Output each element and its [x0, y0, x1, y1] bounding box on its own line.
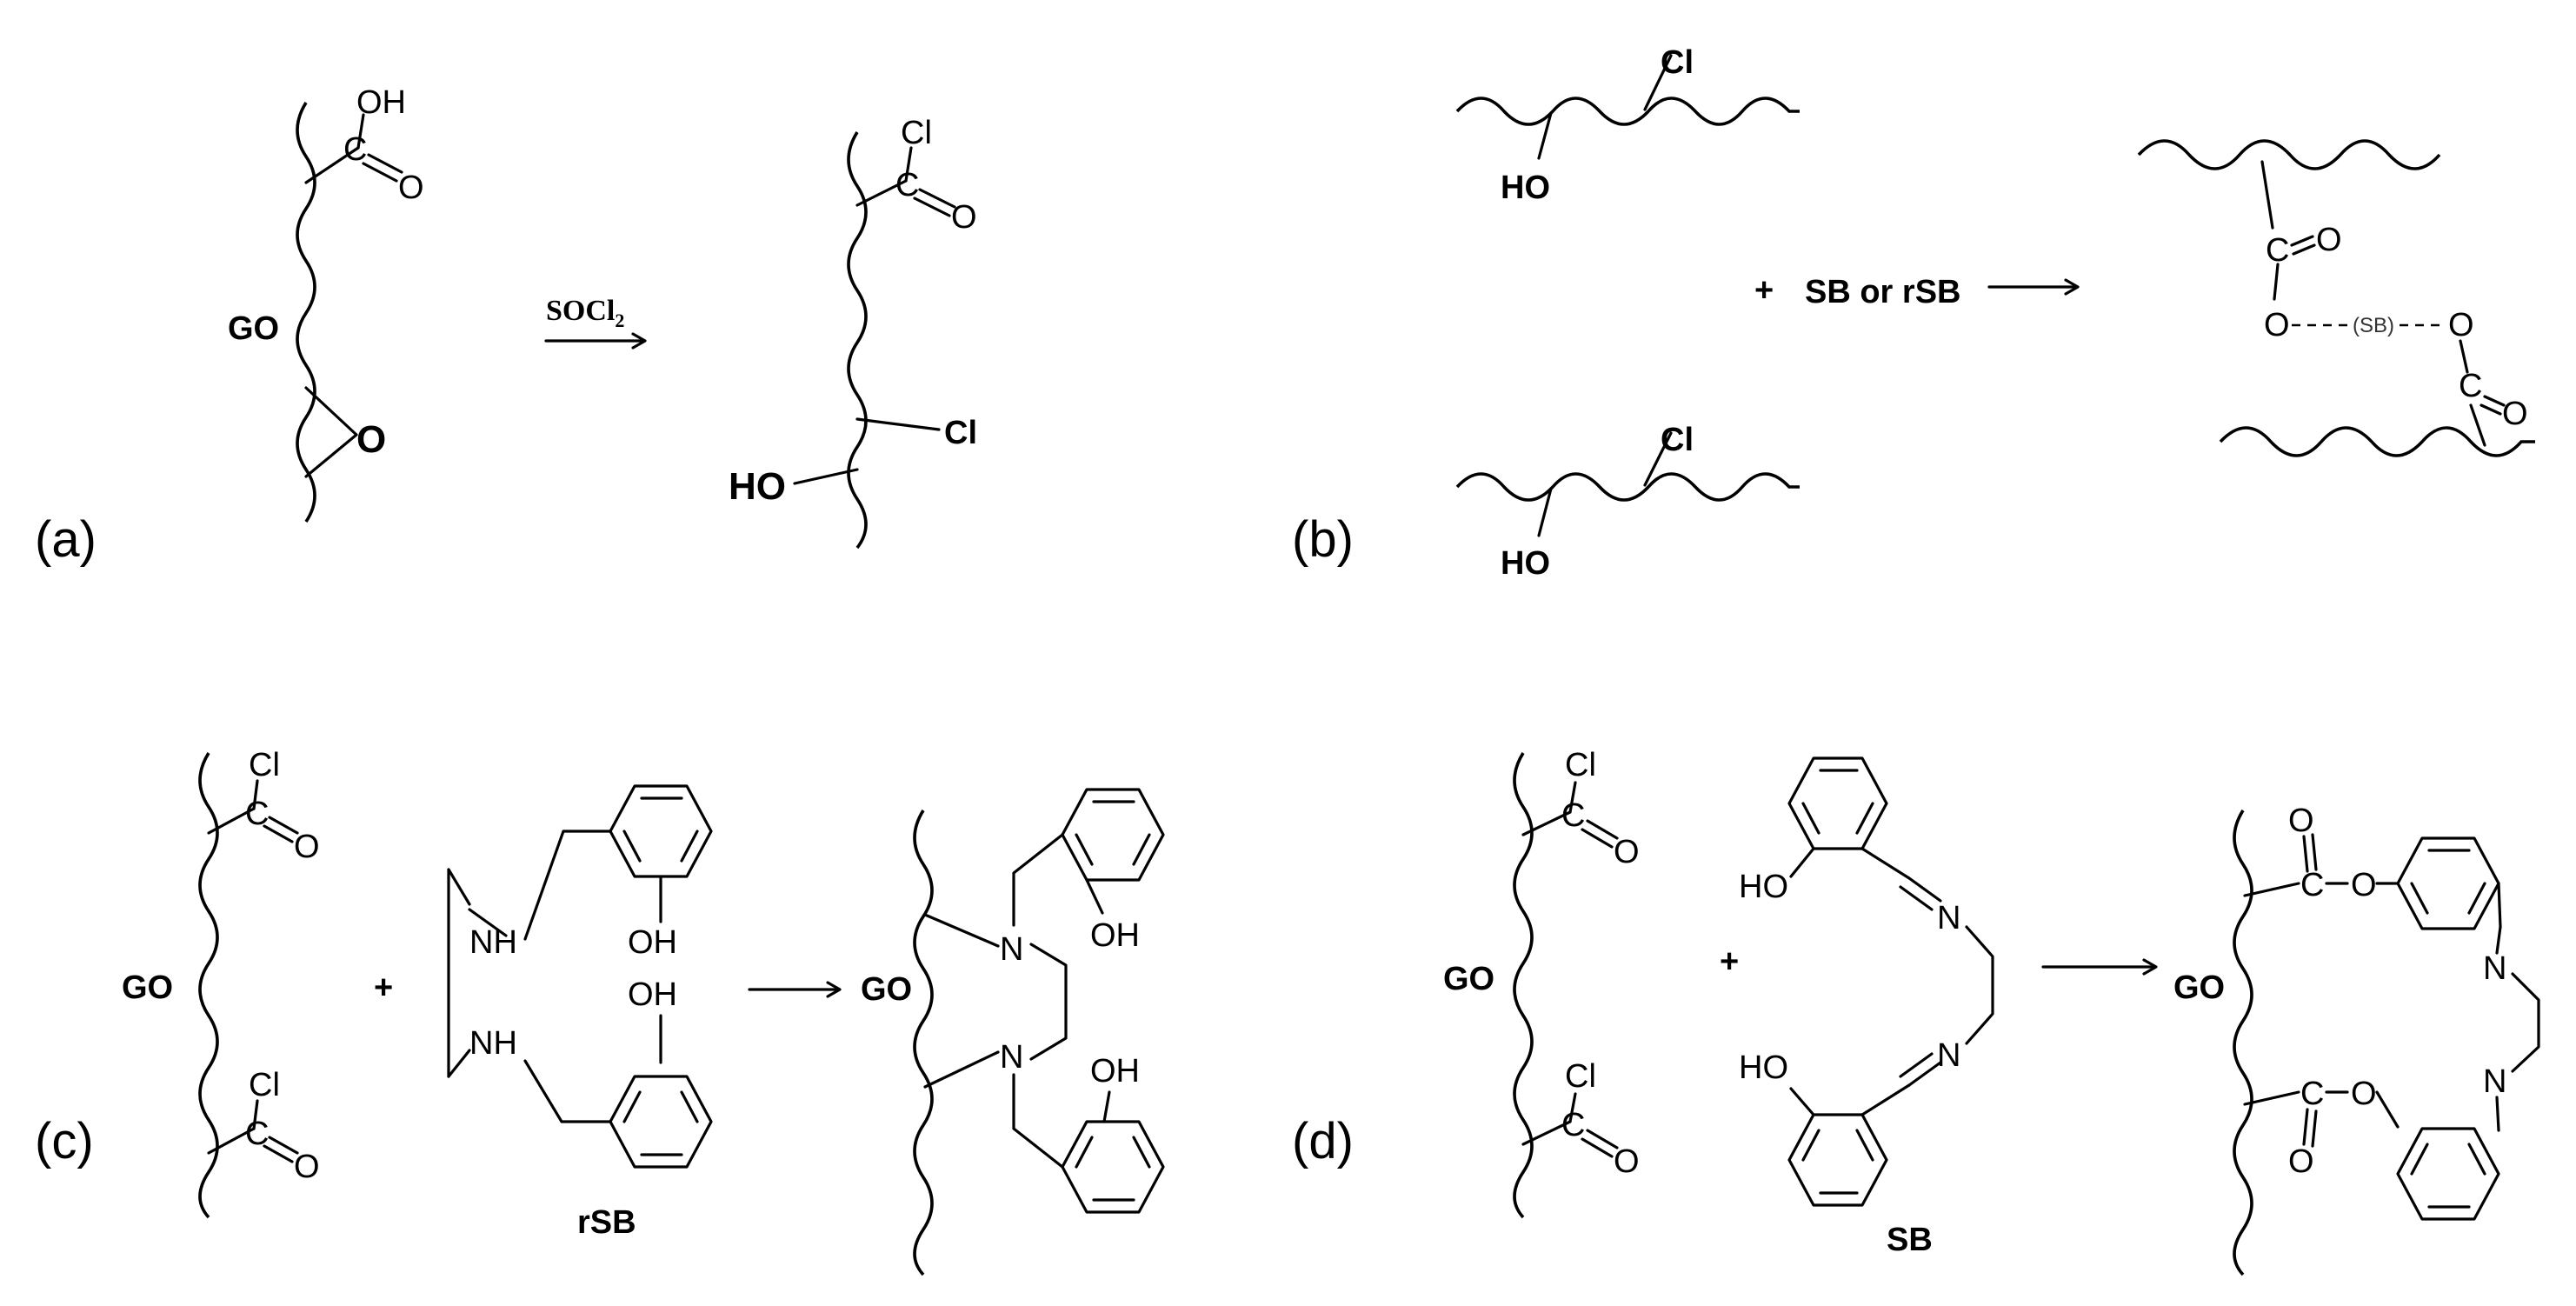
c-plus: + — [374, 970, 393, 1006]
b-product-o2-label: O — [2502, 396, 2528, 432]
d-product-o1-label: O — [2288, 803, 2314, 839]
d-go-cl2-label: Cl — [1565, 1058, 1596, 1095]
panel-c: Cl C O GO Cl C O + NH OH OH NH — [35, 747, 1165, 1276]
b-reagent-label: SB or rSB — [1805, 274, 1960, 310]
d-go-c2-label: C — [1561, 1107, 1585, 1143]
d-product-go-label: GO — [2173, 970, 2225, 1006]
b-product-ester-o1-label: O — [2264, 307, 2290, 343]
c-product-oh2-label: OH — [1090, 1053, 1140, 1089]
a-product-ho-label: HO — [729, 465, 786, 508]
c-product-oh1-label: OH — [1090, 917, 1140, 954]
d-product-o2b-label: O — [2351, 1076, 2377, 1112]
d-sb-ho1-label: HO — [1739, 869, 1788, 905]
d-go-label: GO — [1443, 961, 1494, 997]
b-product-sheet-top — [2137, 139, 2441, 170]
c-product-go-label: GO — [861, 971, 912, 1008]
bond-a-cooh — [304, 146, 360, 184]
c-go-cl2-label: Cl — [249, 1067, 280, 1103]
d-sb-ho2-label: HO — [1739, 1049, 1788, 1086]
a-reagent-label: SOCl2 — [546, 295, 624, 331]
panel-d: Cl C O GO Cl C O + HO N N — [1292, 747, 2540, 1276]
a-epoxide-o-label: O — [356, 418, 386, 461]
d-product-n2-label: N — [2483, 1063, 2506, 1100]
b-product-o1-label: O — [2316, 222, 2342, 258]
c-go-c1-label: C — [245, 796, 269, 832]
d-sb-n2-label: N — [1937, 1037, 1960, 1074]
c-product-n1-label: N — [1000, 931, 1023, 968]
panel-a: OH C O GO O SOCl2 Cl C O Cl HO (a) — [35, 84, 977, 568]
b-sheet-bottom-cl-label: Cl — [1661, 422, 1694, 458]
d-go-cl1-label: Cl — [1565, 747, 1596, 783]
b-product-ester-o2-label: O — [2448, 307, 2474, 343]
c-rsb-name-label: rSB — [577, 1204, 636, 1241]
panel-b-label: (b) — [1292, 511, 1354, 568]
c-go-o1-label: O — [294, 829, 320, 865]
d-go-o1-label: O — [1614, 834, 1640, 870]
go-sheet-a-reactant — [296, 102, 316, 523]
panel-b: Cl HO Cl HO + SB or rSB C O O (SB) O C O — [1292, 44, 2535, 582]
a-oh-label: OH — [356, 84, 406, 121]
d-plus: + — [1720, 943, 1739, 980]
a-product-o-label: O — [951, 199, 977, 236]
c-go-o2-label: O — [294, 1149, 320, 1185]
b-sheet-top-ho-label: HO — [1501, 170, 1550, 206]
d-product-o2-label: O — [2288, 1143, 2314, 1180]
b-product-sheet-bottom — [2219, 426, 2535, 457]
d-sb-molecule: HO N N HO — [1739, 756, 1994, 1207]
d-product-n1-label: N — [2483, 950, 2506, 987]
d-product-c1-label: C — [2300, 867, 2324, 903]
d-go-o2-label: O — [1614, 1143, 1640, 1180]
c-go-cl1-label: Cl — [249, 747, 280, 783]
c-product-n2-label: N — [1000, 1039, 1023, 1076]
b-sheet-top-cl-label: Cl — [1661, 44, 1694, 81]
panel-c-label: (c) — [35, 1113, 94, 1169]
d-sb-n1-label: N — [1937, 900, 1960, 936]
b-plus: + — [1754, 272, 1774, 309]
b-sheet-bottom — [1455, 472, 1800, 502]
a-go-label: GO — [228, 310, 279, 347]
d-product-o1b-label: O — [2351, 867, 2377, 903]
c-rsb-molecule: NH OH OH NH — [447, 784, 713, 1169]
go-sheet-a-product — [847, 131, 868, 550]
c-rsb-nh1-label: NH — [469, 924, 517, 961]
c-go-c2-label: C — [245, 1116, 269, 1152]
b-sheet-top — [1455, 97, 1800, 126]
c-product-sheet — [913, 810, 934, 1276]
b-sheet-bottom-ho-label: HO — [1501, 545, 1550, 582]
c-rsb-nh2-label: NH — [469, 1025, 517, 1062]
b-product-sb-link-label: (SB) — [2353, 314, 2394, 337]
d-sb-name-label: SB — [1887, 1222, 1933, 1258]
c-go-sheet — [198, 752, 219, 1219]
panel-d-label: (d) — [1292, 1113, 1354, 1169]
c-go-label: GO — [122, 970, 173, 1006]
c-rsb-oh1-label: OH — [628, 924, 677, 961]
a-o-label: O — [398, 170, 424, 206]
d-go-sheet — [1513, 752, 1534, 1219]
c-rsb-oh2-label: OH — [628, 976, 677, 1013]
d-product-c2-label: C — [2300, 1076, 2324, 1112]
a-product-cl2-label: Cl — [944, 415, 977, 451]
d-go-c1-label: C — [1561, 797, 1585, 834]
panel-a-label: (a) — [35, 511, 97, 568]
b-product-c2-label: C — [2459, 368, 2482, 404]
d-product-sheet — [2233, 810, 2253, 1276]
a-product-cl-label: Cl — [901, 115, 932, 151]
a-c-label: C — [343, 131, 367, 168]
a-product-c-label: C — [895, 167, 919, 203]
b-product-c1-label: C — [2266, 232, 2289, 269]
